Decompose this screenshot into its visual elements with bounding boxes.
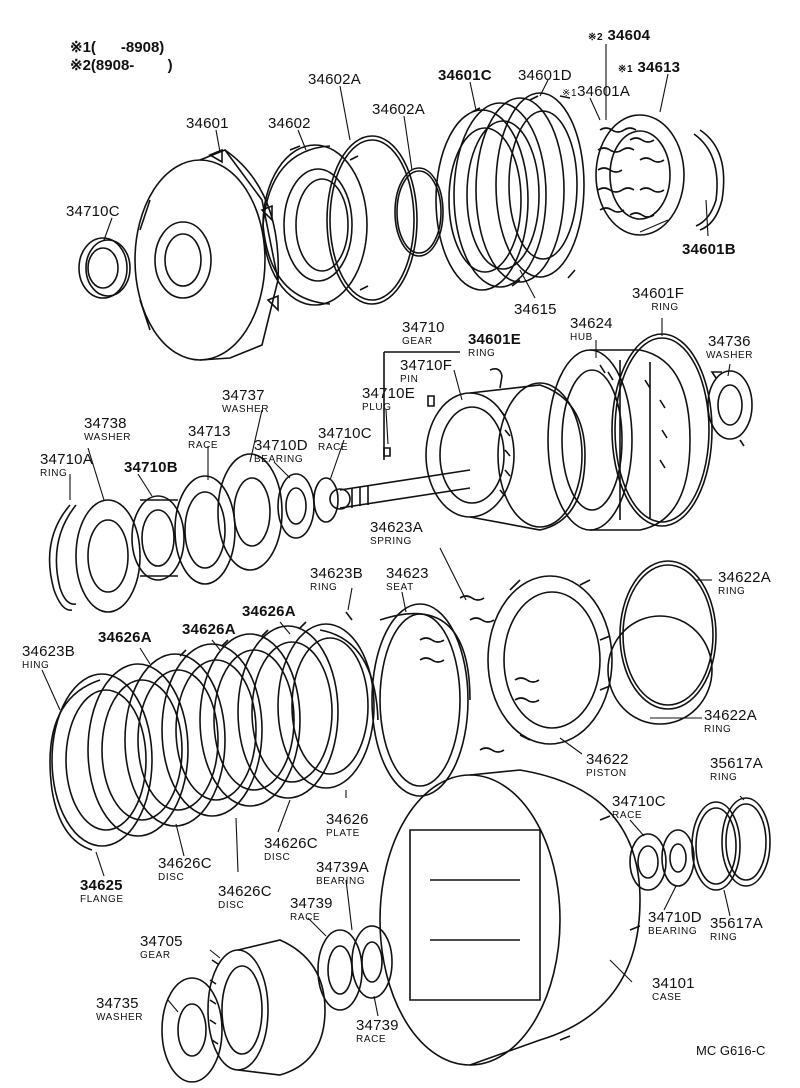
part-label-34602a-2: 34602A xyxy=(372,101,425,118)
oring-34602a-large-drawing xyxy=(327,136,417,304)
gear-34710-drawing xyxy=(426,383,585,530)
rings-34622a-drawing xyxy=(608,561,716,724)
part-label-34601d: 34601D xyxy=(518,67,572,84)
clutch-plates-34601c-drawing xyxy=(436,93,584,290)
washer-34735-drawing xyxy=(162,978,222,1082)
flange-34625-drawing xyxy=(50,680,100,850)
springs-34623a-drawing xyxy=(420,596,539,752)
part-label-34626a-2: 34626A xyxy=(182,621,236,638)
note-1: ※1( -8908) xyxy=(70,40,164,55)
part-label-34601b: 34601B xyxy=(682,241,736,258)
part-label-34604: ※2 34604 xyxy=(588,27,651,44)
pump-body-34601-drawing xyxy=(135,150,278,360)
race-34713-drawing xyxy=(175,476,235,584)
part-label-34602a-1: 34602A xyxy=(308,71,361,88)
oring-34602a-small-drawing xyxy=(395,168,443,256)
seal-34710c-drawing xyxy=(79,238,130,298)
bearing-34739a-drawing xyxy=(318,926,392,1010)
piston-34622-drawing xyxy=(488,576,612,744)
note-2-mark: ※2 xyxy=(70,57,91,74)
part-label-34626a-3: 34626A xyxy=(242,603,296,620)
rings-35617a-drawing xyxy=(692,798,770,890)
part-label-34615: 34615 xyxy=(514,301,557,318)
ring-34710a-drawing xyxy=(50,505,76,610)
part-label-34601a: ※134601A xyxy=(562,83,631,100)
washer-34736-drawing xyxy=(708,371,752,446)
part-label-34601: 34601 xyxy=(186,115,229,132)
snap-ring-34601b-drawing xyxy=(694,130,724,230)
bearing-34710d-drawing xyxy=(278,474,338,538)
cover-34602-drawing xyxy=(263,145,368,305)
note-2: ※2(8908- ) xyxy=(70,58,173,73)
washer-34737-drawing xyxy=(218,454,282,570)
note-1-range: ( -8908) xyxy=(90,39,165,56)
race-bearing-right-drawing xyxy=(630,830,694,890)
part-label-34710b: 34710B xyxy=(124,459,178,476)
ring-34623b-drawing xyxy=(320,612,378,720)
shaft-drawing xyxy=(330,470,470,509)
part-label-34601c: 34601C xyxy=(438,67,492,84)
note-2-range: (8908- ) xyxy=(90,57,173,74)
part-label-34602: 34602 xyxy=(268,115,311,132)
seat-34623-drawing xyxy=(372,604,470,796)
hub-34624-drawing xyxy=(548,350,690,530)
part-label-34613: ※1 34613 xyxy=(618,59,681,76)
part-label-34710c-1: 34710C xyxy=(66,203,120,220)
note-1-mark: ※1 xyxy=(70,39,91,56)
washer-34738-drawing xyxy=(76,500,140,612)
part-label-34626a-1: 34626A xyxy=(98,629,152,646)
leader-lines xyxy=(42,44,744,1016)
return-springs-34613-drawing xyxy=(596,115,684,235)
plug-pin-drawing xyxy=(384,352,502,460)
case-34101-drawing xyxy=(380,770,640,1065)
clutch-pack-drawing xyxy=(52,622,374,846)
gear-34705-drawing xyxy=(208,940,325,1075)
gear-34710b-drawing xyxy=(132,496,184,580)
drawing-code: MC G616-C xyxy=(696,1043,766,1058)
